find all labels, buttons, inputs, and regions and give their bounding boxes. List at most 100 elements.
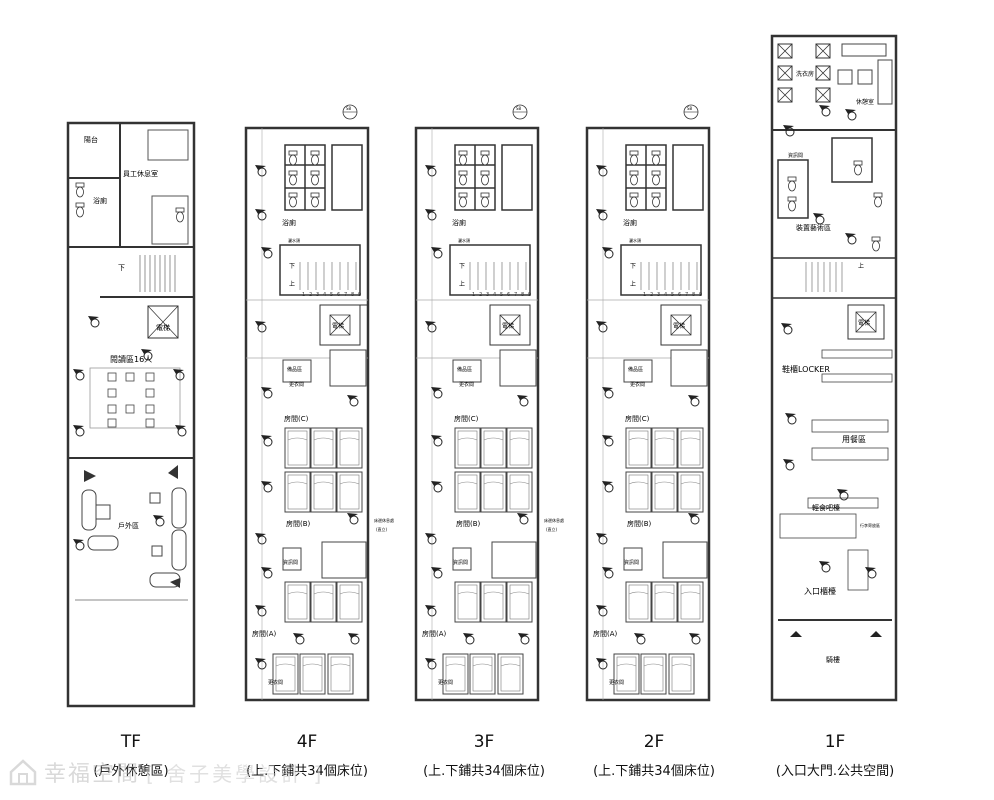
1f-room-label-6: 用餐區	[842, 435, 866, 444]
3f-step-7: 7	[514, 292, 517, 298]
1f-room-label-5: 鞋櫃LOCKER	[782, 364, 830, 374]
2f-room-label-1: 電梯	[673, 322, 685, 330]
1f-room-label-1: 休憩室	[856, 98, 874, 106]
2f-room-label-8: 更衣間	[609, 679, 624, 686]
3f-room-label-1: 電梯	[502, 322, 514, 330]
2f-room-label-2: 房間(C)	[625, 414, 650, 423]
1f-room-label-10: 行李寄放區	[860, 522, 880, 528]
3f-stair-mark-down: 下	[459, 263, 465, 270]
2f-section-mark: S8	[687, 106, 693, 111]
floor-desc-3f: (上.下鋪共34個床位)	[423, 764, 545, 779]
4f-note-1: 床邊休息處	[374, 517, 394, 523]
4f-note-0: 灑水頭	[288, 237, 300, 243]
4f-section-mark: S8	[346, 106, 352, 111]
tf-room-label-5: 戶外區	[118, 521, 139, 530]
4f-room-label-0: 浴廁	[282, 218, 296, 227]
2f-step-2: 2	[650, 292, 653, 298]
floorplan-tf: 陽台 員工休息室 浴廁 電梯 閱讀區16人 戶外區 下	[66, 121, 196, 708]
2f-stair-mark-up: 上	[630, 280, 636, 288]
tf-room-label-2: 浴廁	[93, 196, 107, 205]
4f-room-label-4: 房間(A)	[252, 629, 277, 638]
2f-room-label-5: 備品區	[628, 366, 643, 373]
2f-step-3: 3	[657, 292, 660, 298]
4f-room-label-1: 電梯	[332, 322, 344, 330]
4f-room-label-8: 更衣間	[268, 679, 283, 686]
3f-room-label-4: 房間(A)	[422, 629, 447, 638]
tf-room-label-4: 閱讀區16人	[110, 354, 152, 364]
floor-code-tf: TF	[120, 732, 142, 752]
2f-room-label-7: 資訊間	[624, 559, 639, 566]
4f-step-1: 1	[302, 292, 305, 298]
floor-desc-2f: (上.下鋪共34個床位)	[593, 764, 715, 779]
2f-step-8: 8	[692, 292, 695, 298]
4f-step-2: 2	[309, 292, 312, 298]
1f-room-label-3: 裝置藝術區	[796, 223, 831, 232]
3f-room-label-0: 浴廁	[452, 218, 466, 227]
floor-desc-4f: (上.下鋪共34個床位)	[246, 764, 368, 779]
3f-note-2: (直立)	[546, 526, 558, 532]
3f-step-4: 4	[493, 292, 496, 298]
floor-code-1f: 1F	[824, 732, 846, 752]
2f-step-5: 5	[671, 292, 674, 298]
4f-step-3: 3	[316, 292, 319, 298]
3f-stair-mark-up: 上	[459, 280, 465, 288]
4f-step-6: 6	[337, 292, 340, 298]
3f-room-label-2: 房間(C)	[454, 414, 479, 423]
3f-step-3: 3	[486, 292, 489, 298]
2f-step-1: 1	[643, 292, 646, 298]
2f-room-label-4: 房間(A)	[593, 629, 618, 638]
floor-code-2f: 2F	[643, 732, 665, 752]
4f-step-7: 7	[344, 292, 347, 298]
watermark-designer: [ 舍子美學設計 ]	[146, 761, 325, 786]
1f-room-label-4: 電梯	[858, 319, 870, 327]
2f-room-label-6: 更衣間	[630, 381, 645, 388]
1f-room-label-2: 資訊間	[788, 152, 803, 159]
2f-step-7: 7	[685, 292, 688, 298]
tf-room-label-0: 陽台	[84, 135, 98, 144]
4f-stair-mark-down: 下	[289, 263, 295, 270]
4f-step-5: 5	[330, 292, 333, 298]
2f-room-label-3: 房間(B)	[627, 519, 652, 528]
watermark: 幸福空間 [ 舍子美學設計 ]	[8, 752, 324, 792]
floor-code-3f: 3F	[473, 732, 495, 752]
2f-room-label-0: 浴廁	[623, 218, 637, 227]
3f-step-5: 5	[500, 292, 503, 298]
3f-step-8: 8	[521, 292, 524, 298]
3f-room-label-8: 更衣間	[438, 679, 453, 686]
3f-step-2: 2	[479, 292, 482, 298]
4f-step-9: 9	[358, 292, 361, 298]
4f-room-label-5: 備品區	[287, 366, 302, 373]
3f-note-0: 灑水頭	[458, 237, 470, 243]
floor-desc-1f: (入口大門.公共空間)	[775, 764, 895, 779]
3f-room-label-7: 資訊間	[453, 559, 468, 566]
4f-step-4: 4	[323, 292, 326, 298]
1f-stair-mark: 上	[858, 262, 864, 270]
floor-code-4f: 4F	[296, 732, 318, 752]
4f-step-8: 8	[351, 292, 354, 298]
tf-stair-mark: 下	[118, 264, 125, 272]
3f-room-label-5: 備品區	[457, 366, 472, 373]
floorplan-4f: S8 浴廁 電梯 房間(C) 房間(B) 房間(A) 備品區 更衣間 資訊間 更…	[244, 104, 394, 702]
2f-note-0: 灑水頭	[629, 237, 641, 243]
4f-room-label-3: 房間(B)	[286, 519, 311, 528]
4f-note-2: (直立)	[376, 526, 388, 532]
3f-step-1: 1	[472, 292, 475, 298]
4f-room-label-6: 更衣間	[289, 381, 304, 388]
3f-step-6: 6	[507, 292, 510, 298]
1f-room-label-7: 輕食吧檯	[812, 503, 840, 512]
2f-step-4: 4	[664, 292, 667, 298]
4f-room-label-7: 資訊間	[283, 559, 298, 566]
tf-room-label-1: 員工休息室	[123, 169, 158, 178]
1f-room-label-9: 騎樓	[826, 655, 840, 664]
house-logo-icon	[9, 759, 37, 786]
4f-room-label-2: 房間(C)	[284, 414, 309, 423]
2f-stair-mark-down: 下	[630, 263, 636, 270]
floorplan-3f: S8 浴廁 電梯 房間(C) 房間(B) 房間(A) 備品區 更衣間 資訊間 更…	[414, 104, 564, 702]
1f-room-label-0: 洗衣房	[796, 70, 814, 78]
3f-room-label-6: 更衣間	[459, 381, 474, 388]
3f-note-1: 床邊休息處	[544, 517, 564, 523]
1f-room-label-8: 入口櫃檯	[804, 586, 836, 596]
2f-step-9: 9	[699, 292, 702, 298]
floorplan-1f: 洗衣房 休憩室 資訊間 裝置藝術區 電梯 鞋櫃LOCKER 用餐區 輕食吧檯 入…	[770, 34, 898, 702]
